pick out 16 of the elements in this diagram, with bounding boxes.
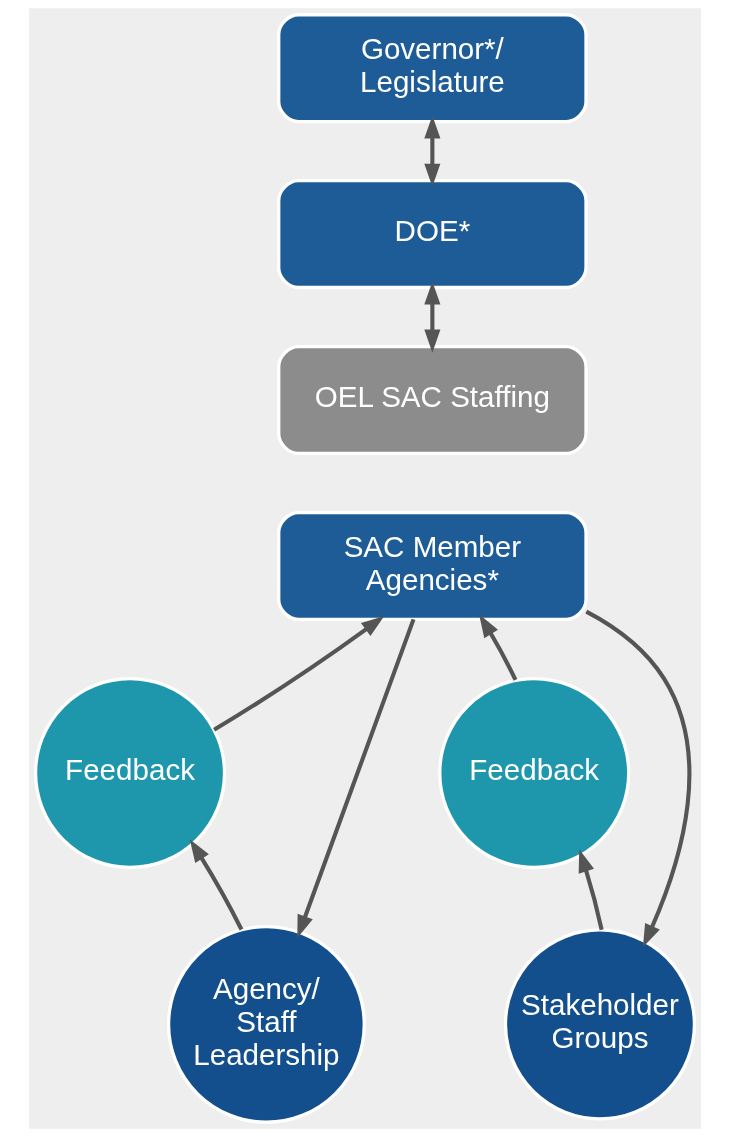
node-circle: Agency/ Staff Leadership [166,924,366,1124]
node-circle: Feedback [33,676,227,870]
node-circle: Feedback [438,676,631,870]
arrow [189,839,244,931]
arrow [479,614,518,681]
arrow [424,115,441,187]
arrow [213,615,385,732]
arrow [424,281,441,353]
node-circle: Stakeholder Groups [503,928,697,1121]
node-box: OEL SAC Staffing [277,345,588,456]
arrow [297,618,416,939]
arrow [585,609,692,948]
node-box: SAC Member Agencies* [277,510,588,622]
node-box: DOE* [277,179,588,290]
node-box: Governor*/ Legislature [277,13,588,124]
arrow [578,849,604,931]
